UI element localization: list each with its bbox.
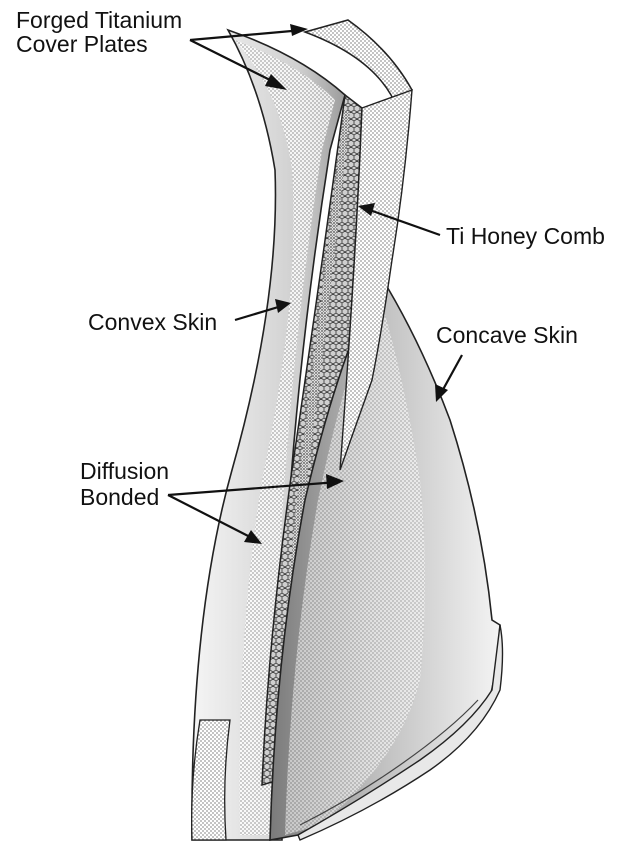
label-concave-skin: Concave Skin	[436, 322, 578, 348]
convex-skin-root	[192, 720, 230, 840]
arrowhead-cover-right	[290, 24, 308, 36]
label-cover-plates-line1: Forged Titanium	[16, 7, 182, 33]
label-cover-plates-line2: Cover Plates	[16, 31, 148, 57]
label-honeycomb: Ti Honey Comb	[446, 223, 605, 249]
label-diffusion-line1: Diffusion	[80, 458, 169, 484]
label-convex-skin: Convex Skin	[88, 309, 217, 335]
label-diffusion-line2: Bonded	[80, 484, 159, 510]
